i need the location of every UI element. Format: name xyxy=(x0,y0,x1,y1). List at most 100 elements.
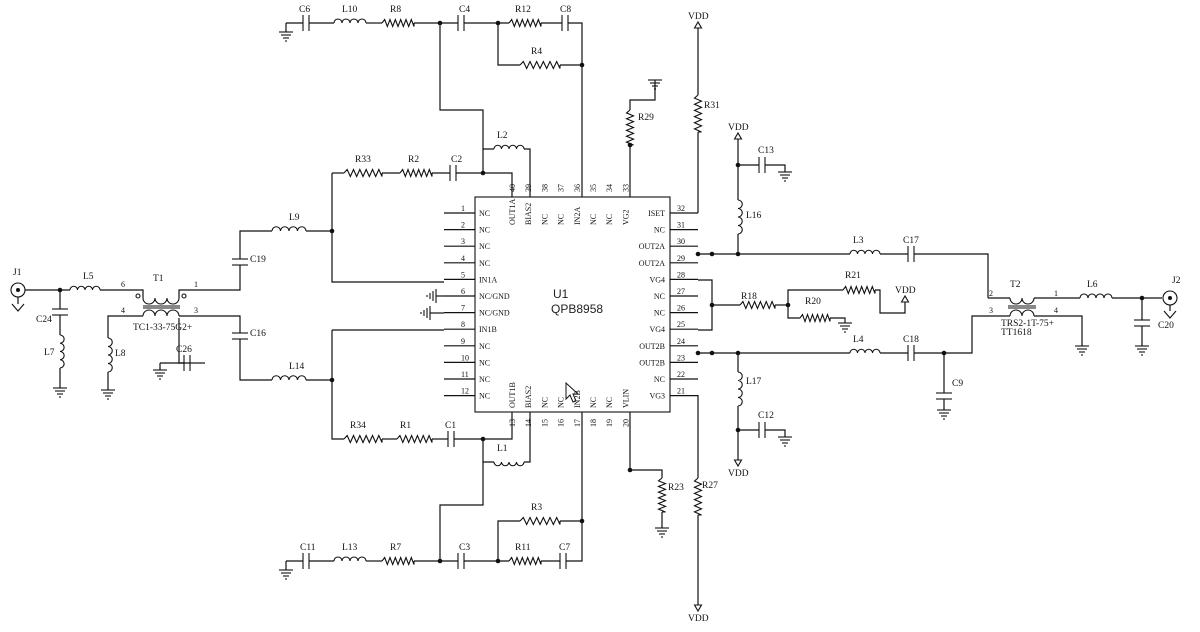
capacitor-c17 xyxy=(907,246,915,262)
pin-13-name: OUT1B xyxy=(508,382,517,408)
wire xyxy=(524,412,531,463)
pin-14-number: 14 xyxy=(524,419,533,427)
pin-9-name: NC xyxy=(479,342,490,351)
ic-ref-label: U1 xyxy=(553,287,569,301)
pin-28-name: VG4 xyxy=(649,275,665,284)
pin-36-number: 36 xyxy=(573,184,582,192)
pin-24-name: OUT2B xyxy=(639,342,665,351)
pin-18-name: NC xyxy=(589,397,598,408)
label-l9: L9 xyxy=(289,213,300,223)
pin-11-number: 11 xyxy=(461,370,469,379)
label-c11: C11 xyxy=(300,543,316,553)
capacitor-c1 xyxy=(447,431,455,447)
inductor-l14 xyxy=(271,375,307,381)
pin-7-number: 7 xyxy=(461,304,465,313)
ground-symbol xyxy=(53,387,67,398)
ground-symbol xyxy=(778,171,792,182)
label-l17: L17 xyxy=(746,377,762,387)
pin-30-name: OUT2A xyxy=(639,242,665,251)
pin-4-name: NC xyxy=(479,259,490,268)
transformer-t1 xyxy=(135,293,187,317)
pin-27-number: 27 xyxy=(677,287,685,296)
pin-25-name: VG4 xyxy=(649,325,665,334)
inductor-l7 xyxy=(59,334,65,369)
pin-23-number: 23 xyxy=(677,353,685,362)
wire xyxy=(524,148,531,197)
capacitor-c9 xyxy=(936,392,952,400)
label-c3: C3 xyxy=(459,543,470,553)
resistor-r7 xyxy=(381,555,415,567)
mouse-cursor-icon xyxy=(565,381,580,403)
wire xyxy=(566,412,583,562)
capacitor-c7 xyxy=(559,553,567,569)
capacitor-c16 xyxy=(232,332,248,340)
transformer-t2 xyxy=(1008,297,1036,317)
label-c6: C6 xyxy=(299,5,310,15)
pin-2-name: NC xyxy=(479,226,490,235)
pin-33-number: 33 xyxy=(621,184,630,192)
pin-28-number: 28 xyxy=(677,270,685,279)
wire xyxy=(456,172,513,197)
pin-37-number: 37 xyxy=(557,184,566,192)
pin-24-number: 24 xyxy=(677,337,685,346)
capacitor-c8 xyxy=(561,15,569,31)
label-c12: C12 xyxy=(758,411,774,421)
wire xyxy=(331,330,344,440)
label-c19: C19 xyxy=(250,255,266,265)
label-c9: C9 xyxy=(952,379,963,389)
wire xyxy=(482,148,494,173)
pin-29-number: 29 xyxy=(677,254,685,263)
t1-pin-4: 4 xyxy=(121,306,125,315)
vdd-arrow-top xyxy=(693,20,703,29)
pin-19-number: 19 xyxy=(605,419,614,427)
pin-1-name: NC xyxy=(479,209,490,218)
resistor-r3 xyxy=(519,516,561,526)
label-c4: C4 xyxy=(459,5,470,15)
inductor-l2 xyxy=(493,144,525,150)
pin-11-name: NC xyxy=(479,375,490,384)
pin-39-name: BIAS2 xyxy=(524,203,533,225)
wire xyxy=(914,253,989,298)
label-r27: R27 xyxy=(702,481,718,491)
pin-10-name: NC xyxy=(479,358,490,367)
vdd-label: VDD xyxy=(688,12,709,22)
ground-symbol xyxy=(420,306,431,320)
label-r18: R18 xyxy=(741,292,757,302)
ground-symbol xyxy=(1075,345,1089,356)
t2-pin-2: 2 xyxy=(989,289,993,298)
resistor-r23 xyxy=(657,477,667,513)
pin-10-number: 10 xyxy=(461,353,469,362)
inductor-l10 xyxy=(333,18,367,24)
wire xyxy=(787,305,800,319)
resistor-r11 xyxy=(508,555,542,567)
t2-part-label-2: TT1618 xyxy=(1001,328,1032,338)
inductor-l8 xyxy=(107,337,113,373)
pin-13-number: 13 xyxy=(508,419,517,427)
j1-label: J1 xyxy=(13,268,22,278)
label-r3: R3 xyxy=(531,503,542,513)
resistor-r8 xyxy=(381,17,415,29)
t2-label: T2 xyxy=(1010,280,1021,290)
vdd-arrow-down xyxy=(733,459,743,468)
ground-symbol xyxy=(1135,345,1149,356)
ic-u1-body xyxy=(474,196,671,413)
label-c24: C24 xyxy=(36,315,52,325)
pin-38-name: NC xyxy=(540,214,549,225)
t2-pin-1: 1 xyxy=(1054,289,1058,298)
wire xyxy=(454,412,513,440)
t2-pin-4: 4 xyxy=(1054,306,1058,315)
capacitor-c6 xyxy=(302,15,310,31)
pin-17-name: IN2B xyxy=(573,390,582,408)
label-l1: L1 xyxy=(497,444,508,454)
wire xyxy=(439,462,484,561)
junction-dot xyxy=(437,558,443,564)
j2-label: J2 xyxy=(1172,276,1181,286)
wire xyxy=(331,173,444,283)
vdd-label: VDD xyxy=(688,614,709,624)
pin-33-name: VG2 xyxy=(621,209,630,225)
vdd-label: VDD xyxy=(895,286,916,296)
wire xyxy=(765,429,786,437)
inductor-l5 xyxy=(69,285,101,291)
wire xyxy=(100,289,144,298)
pin-3-name: NC xyxy=(479,242,490,251)
